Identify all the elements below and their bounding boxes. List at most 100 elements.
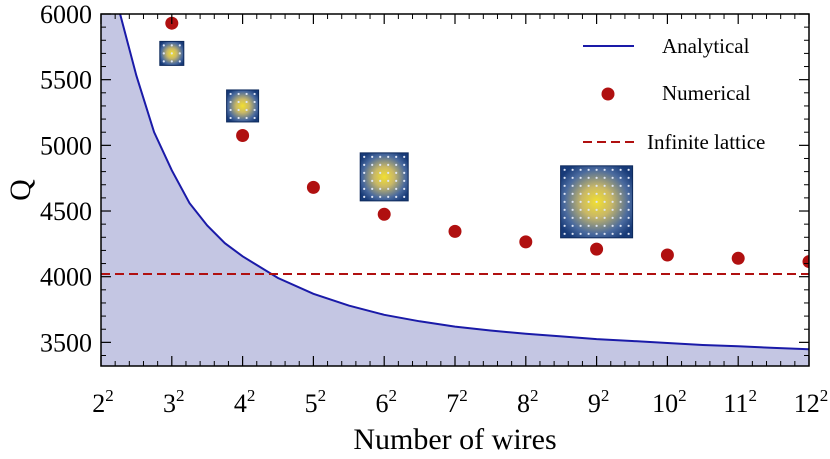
inset-wire-dot (403, 179, 406, 182)
inset-wire-dot (563, 184, 566, 187)
inset-wire-dot (162, 44, 165, 47)
insets-layer (159, 40, 634, 239)
inset-wire-dot (571, 232, 574, 235)
inset-lattice-3x3 (159, 40, 185, 66)
y-tick-label: 5500 (40, 66, 92, 95)
inset-wire-dot (237, 100, 240, 104)
y-tick-label: 5000 (40, 131, 92, 160)
inset-wire-dot (595, 232, 598, 235)
inset-wire-dot (371, 187, 374, 190)
inset-wire-dot (379, 179, 382, 182)
inset-wire-dot (627, 192, 630, 195)
inset-wire-dot (162, 60, 165, 63)
y-tick-label: 4500 (40, 197, 92, 226)
inset-wire-dot (603, 216, 606, 219)
inset-wire-dot (595, 176, 598, 179)
inset-wire-dot (563, 176, 566, 179)
inset-wire-dot (363, 155, 366, 158)
inset-wire-dot (571, 216, 574, 219)
inset-wire-dot (371, 195, 374, 198)
inset-wire-dot (178, 44, 181, 47)
lines-layer (101, 14, 809, 351)
numerical-point (306, 180, 320, 194)
inset-wire-dot (563, 232, 566, 235)
inset-wire-dot (595, 184, 598, 187)
inset-wire-dot (563, 168, 566, 171)
inset-wire-dot (571, 200, 574, 203)
x-tick-label: 72 (446, 386, 468, 418)
inset-wire-dot (571, 208, 574, 211)
inset-lattice-6x6 (359, 152, 409, 202)
inset-wire-dot (379, 155, 382, 158)
inset-lattice-9x9 (560, 165, 634, 239)
inset-wire-dot (237, 108, 240, 112)
numerical-point (802, 255, 809, 269)
inset-wire-dot (253, 100, 256, 104)
inset-wire-dot (611, 176, 614, 179)
inset-wire-dot (170, 52, 173, 55)
x-tick-label: 122 (794, 386, 829, 418)
inset-wire-dot (587, 176, 590, 179)
inset-wire-dot (595, 224, 598, 227)
inset-wire-dot (253, 116, 256, 120)
inset-wire-dot (387, 163, 390, 166)
inset-wire-dot (170, 60, 173, 63)
inset-wire-dot (363, 187, 366, 190)
legend-label-analytical: Analytical (662, 34, 750, 58)
numerical-point (448, 224, 462, 238)
inset-wire-dot (253, 92, 256, 96)
numerical-point (519, 235, 533, 249)
legend-label-infinite-lattice: Infinite lattice (647, 130, 765, 154)
inset-wire-dot (229, 116, 232, 120)
inset-wire-dot (619, 168, 622, 171)
inset-wire-dot (579, 216, 582, 219)
inset-wire-dot (229, 92, 232, 96)
inset-wire-dot (245, 108, 248, 112)
inset-wire-dot (603, 224, 606, 227)
inset-wire-dot (403, 187, 406, 190)
inset-wire-dot (403, 155, 406, 158)
x-tick-label: 92 (588, 386, 610, 418)
inset-wire-dot (571, 168, 574, 171)
inset-wire-dot (611, 192, 614, 195)
inset-wire-dot (587, 216, 590, 219)
inset-wire-dot (363, 163, 366, 166)
inset-wire-dot (245, 116, 248, 120)
inset-wire-dot (619, 216, 622, 219)
inset-wire-dot (611, 168, 614, 171)
legend: Analytical Numerical Infinite lattice (583, 34, 765, 154)
inset-wire-dot (229, 100, 232, 104)
inset-wire-dot (619, 184, 622, 187)
ticks-layer (100, 13, 810, 366)
inset-wire-dot (363, 195, 366, 198)
inset-wire-dot (587, 224, 590, 227)
inset-wire-dot (371, 171, 374, 174)
inset-wire-dot (371, 179, 374, 182)
inset-wire-dot (611, 200, 614, 203)
numerical-point (377, 207, 391, 221)
inset-wire-dot (395, 163, 398, 166)
inset-wire-dot (627, 168, 630, 171)
inset-wire-dot (595, 168, 598, 171)
inset-wire-dot (229, 108, 232, 112)
inset-wire-dot (603, 232, 606, 235)
inset-wire-dot (595, 192, 598, 195)
numerical-point (731, 251, 745, 265)
inset-wire-dot (395, 155, 398, 158)
inset-wire-dot (579, 168, 582, 171)
inset-background (359, 152, 409, 202)
y-tick-label: 4000 (40, 263, 92, 292)
inset-wire-dot (587, 184, 590, 187)
y-axis-title: Q (4, 179, 37, 201)
inset-wire-dot (395, 179, 398, 182)
inset-wire-dot (619, 200, 622, 203)
x-tick-label: 52 (305, 386, 327, 418)
inset-wire-dot (379, 195, 382, 198)
inset-wire-dot (245, 92, 248, 96)
inset-wire-dot (571, 176, 574, 179)
inset-wire-dot (579, 232, 582, 235)
inset-wire-dot (619, 192, 622, 195)
inset-wire-dot (611, 216, 614, 219)
